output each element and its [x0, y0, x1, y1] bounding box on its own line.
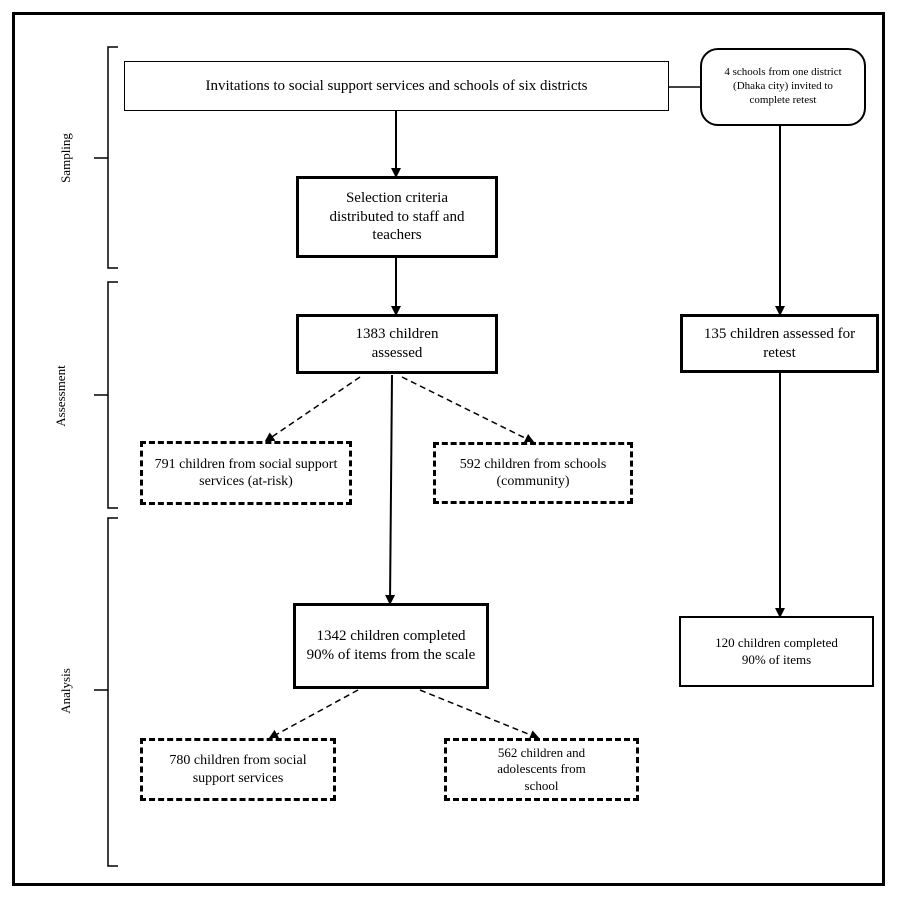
dashed-arrow-to-social-support: [264, 376, 361, 443]
completed-box: 1342 children completed 90% of items fro…: [293, 603, 489, 689]
schools-box: 592 children from schools (community): [433, 442, 633, 504]
assessment-bracket: [94, 281, 118, 509]
analysis-bracket: [94, 517, 118, 867]
retest-completed-text: 120 children completed 90% of items: [715, 635, 838, 667]
section-label-analysis: Analysis: [58, 668, 73, 714]
dashed-arrow-to-school-completed: [419, 689, 540, 740]
social-completed-box: 780 children from social support service…: [140, 738, 336, 801]
arrow-assessed-to-completed: [385, 374, 396, 605]
retest-completed-box: 120 children completed 90% of items: [679, 616, 874, 687]
schools-text: 592 children from schools (community): [459, 456, 607, 490]
social-support-box: 791 children from social support service…: [140, 441, 352, 505]
retest-assessed-box: 135 children assessed for retest: [680, 314, 879, 373]
invitations-box: Invitations to social support services a…: [124, 61, 669, 111]
assessed-box: 1383 children assessed: [296, 314, 498, 374]
section-label-sampling: Sampling: [58, 133, 73, 183]
retest-schools-box: 4 schools from one district (Dhaka city)…: [700, 48, 866, 126]
retest-schools-text: 4 schools from one district (Dhaka city)…: [724, 66, 842, 106]
dashed-arrow-to-social-completed: [268, 689, 359, 739]
selection-text: Selection criteria distributed to staff …: [329, 189, 465, 244]
invitations-text: Invitations to social support services a…: [205, 77, 588, 94]
social-completed-text: 780 children from social support service…: [169, 753, 307, 786]
dashed-arrow-to-schools: [401, 376, 535, 443]
diagram-frame: [12, 12, 885, 886]
sampling-bracket: [94, 46, 118, 269]
retest-assessed-text: 135 children assessed for retest: [703, 325, 856, 361]
completed-text: 1342 children completed 90% of items fro…: [306, 628, 476, 663]
section-label-assessment: Assessment: [53, 365, 68, 427]
social-support-text: 791 children from social support service…: [154, 456, 338, 490]
selection-box: Selection criteria distributed to staff …: [296, 176, 498, 258]
school-completed-text: 562 children and adolescents from school: [497, 745, 586, 793]
assessed-text: 1383 children assessed: [355, 326, 439, 361]
school-completed-box: 562 children and adolescents from school: [444, 738, 639, 801]
